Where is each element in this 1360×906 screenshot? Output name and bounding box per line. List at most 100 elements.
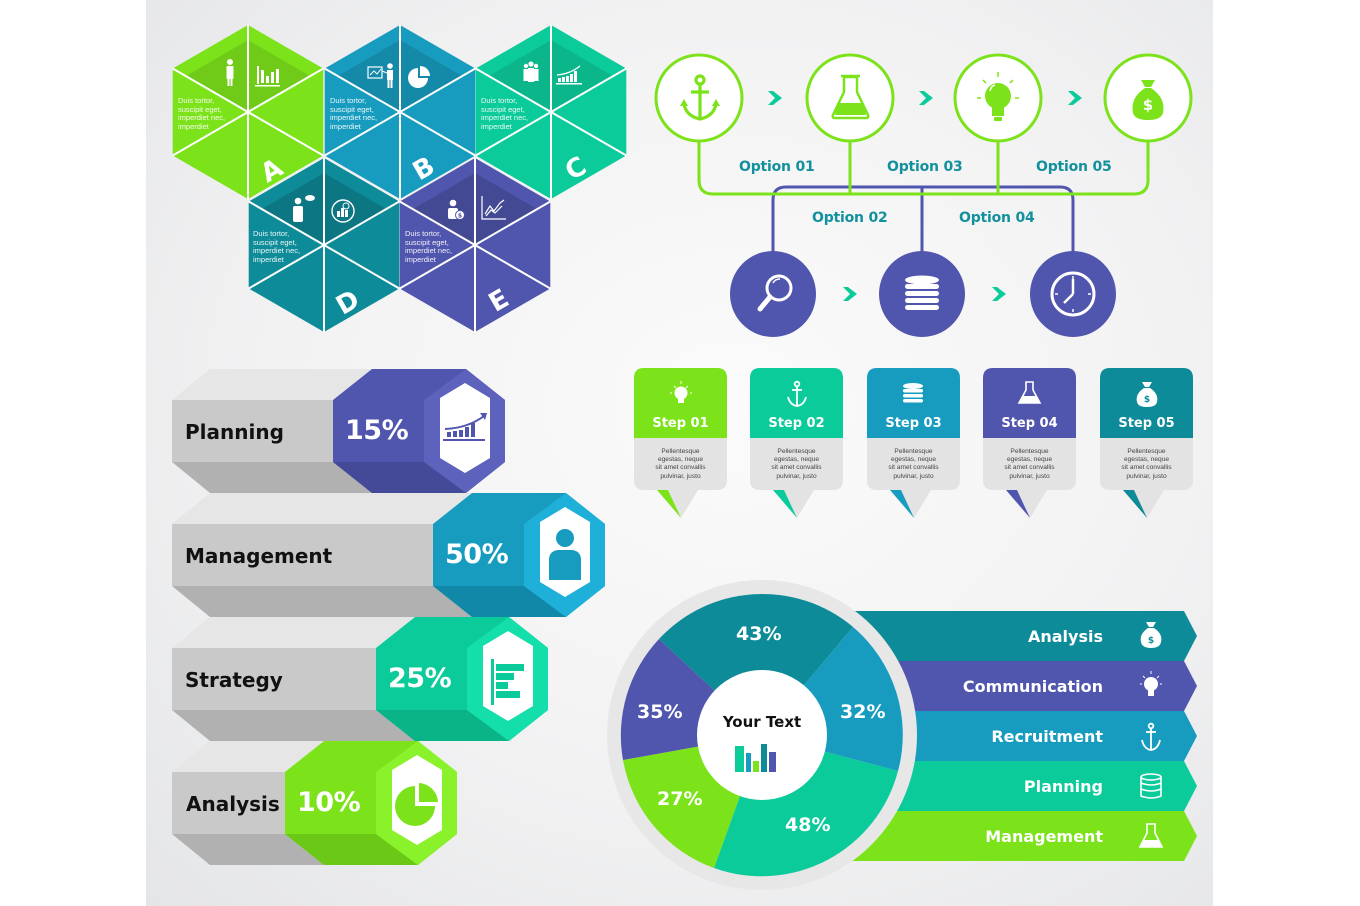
text-line: Duis tortor, xyxy=(481,96,518,105)
team-icon xyxy=(523,61,539,82)
text-line: Duis tortor, xyxy=(330,96,367,105)
hexagon-d xyxy=(247,157,401,333)
step-card-2-shape xyxy=(750,368,843,518)
anchor-icon xyxy=(1141,722,1161,751)
bar-strategy-label: Strategy xyxy=(185,668,283,692)
text-line: suscipit eget, xyxy=(330,104,374,114)
arrow-label-management: Management xyxy=(985,827,1103,846)
text-line: egestas, neque xyxy=(890,456,937,464)
pie-chart-icon xyxy=(395,783,438,826)
step-title: Step 01 xyxy=(652,416,709,431)
arrow-bar-communication xyxy=(840,661,1197,711)
donut-value-32: 32% xyxy=(840,701,886,723)
option-05-label: Option 05 xyxy=(1036,159,1112,175)
hexagon-e xyxy=(398,157,552,333)
text-line: sit amet convallis xyxy=(771,464,822,472)
search-icon xyxy=(757,274,793,312)
investor-icon: $ xyxy=(448,199,465,220)
donut-center xyxy=(697,670,827,800)
text-line: Pellentesque xyxy=(1010,448,1049,455)
donut-value-43: 43% xyxy=(736,623,782,645)
text-line: imperdiet nec, xyxy=(481,113,529,123)
text-line: Pellentesque xyxy=(894,448,933,455)
line-chart-icon xyxy=(481,196,506,220)
text-line: suscipit eget, xyxy=(253,237,297,247)
arrow-label-communication: Communication xyxy=(962,677,1103,696)
donut-center-text: Your Text xyxy=(722,713,802,731)
analytics-icon xyxy=(331,199,355,223)
text-line: imperdiet nec, xyxy=(405,246,453,256)
text-line: sit amet convallis xyxy=(1121,464,1172,472)
donut-segment-43 xyxy=(659,593,853,735)
hexagon-a xyxy=(171,24,325,200)
step-body: Pellentesque egestas, neque sit amet con… xyxy=(867,448,960,481)
step-card-1-shape xyxy=(634,368,727,518)
anchor-icon xyxy=(787,380,807,407)
text-line: Pellentesque xyxy=(661,448,700,455)
text-line: egestas, neque xyxy=(1123,456,1170,464)
bar-analysis-value: 10% xyxy=(297,787,361,818)
svg-text:$: $ xyxy=(458,213,462,220)
text-line: pulvinar, justo xyxy=(1126,472,1167,480)
arrow-bar-planning xyxy=(840,761,1197,811)
text-line: imperdiet xyxy=(253,254,284,264)
hexagon-d-text: Duis tortor, suscipit eget, imperdiet ne… xyxy=(253,229,301,264)
step-body: Pellentesque egestas, neque sit amet con… xyxy=(634,448,727,481)
arrow-bar-management xyxy=(840,811,1197,861)
svg-text:$: $ xyxy=(1143,96,1153,114)
bar-analysis-label: Analysis xyxy=(186,792,280,816)
option-03-label: Option 03 xyxy=(887,159,963,175)
text-line: sit amet convallis xyxy=(655,464,706,472)
hexagon-c-text: Duis tortor, suscipit eget, imperdiet ne… xyxy=(481,96,529,131)
option-01-label: Option 01 xyxy=(739,159,815,175)
businessman-icon xyxy=(226,59,234,86)
step-title: Step 02 xyxy=(768,416,825,431)
chevron-right-icon xyxy=(1068,91,1082,105)
growth-chart-icon xyxy=(443,413,487,441)
arrow-bar-analysis xyxy=(840,611,1197,661)
step-card-4: Step 04 Pellentesque egestas, neque sit … xyxy=(983,368,1076,518)
flow-node-search xyxy=(730,251,816,337)
bar-analysis-shape xyxy=(172,741,457,865)
bar-planning-shape xyxy=(172,369,505,493)
hexagon-a-text: Duis tortor, suscipit eget, imperdiet ne… xyxy=(178,96,225,131)
speaker-icon xyxy=(293,195,315,222)
text-line: Duis tortor, xyxy=(253,229,290,238)
chevron-right-icon xyxy=(768,91,782,105)
mini-bar-chart-icon xyxy=(735,744,776,772)
text-line: egestas, neque xyxy=(1006,456,1053,464)
arrow-bar-recruitment xyxy=(840,711,1197,761)
bar-chart-icon xyxy=(255,66,280,87)
step-body: Pellentesque egestas, neque sit amet con… xyxy=(1100,448,1193,481)
lightbulb-icon xyxy=(977,72,1019,121)
text-line: sit amet convallis xyxy=(1004,464,1055,472)
donut-value-35: 35% xyxy=(637,701,683,723)
chevron-right-icon xyxy=(919,91,933,105)
text-line: imperdiet xyxy=(178,121,209,131)
step-body: Pellentesque egestas, neque sit amet con… xyxy=(750,448,843,481)
text-line: imperdiet xyxy=(405,254,436,264)
arrow-label-planning: Planning xyxy=(1023,777,1103,796)
svg-text:$: $ xyxy=(1148,636,1154,646)
clock-icon xyxy=(1050,271,1096,317)
pie-chart-icon xyxy=(408,66,430,88)
arrow-label-analysis: Analysis xyxy=(1027,627,1103,646)
text-line: imperdiet xyxy=(481,121,512,131)
lightbulb-icon xyxy=(670,381,692,403)
chevron-right-icon xyxy=(992,287,1006,301)
text-line: imperdiet nec, xyxy=(253,246,301,256)
text-line: imperdiet xyxy=(330,121,361,131)
bar-strategy-value: 25% xyxy=(388,663,452,694)
flow-node-flask xyxy=(805,53,895,143)
hexagon-e-text: Duis tortor, suscipit eget, imperdiet ne… xyxy=(405,229,453,264)
step-card-1: Step 01 Pellentesque egestas, neque sit … xyxy=(634,368,727,518)
option-02-label: Option 02 xyxy=(812,210,888,226)
text-line: pulvinar, justo xyxy=(776,472,817,480)
horizontal-bar-chart-icon xyxy=(491,659,524,705)
text-line: suscipit eget, xyxy=(178,104,222,114)
